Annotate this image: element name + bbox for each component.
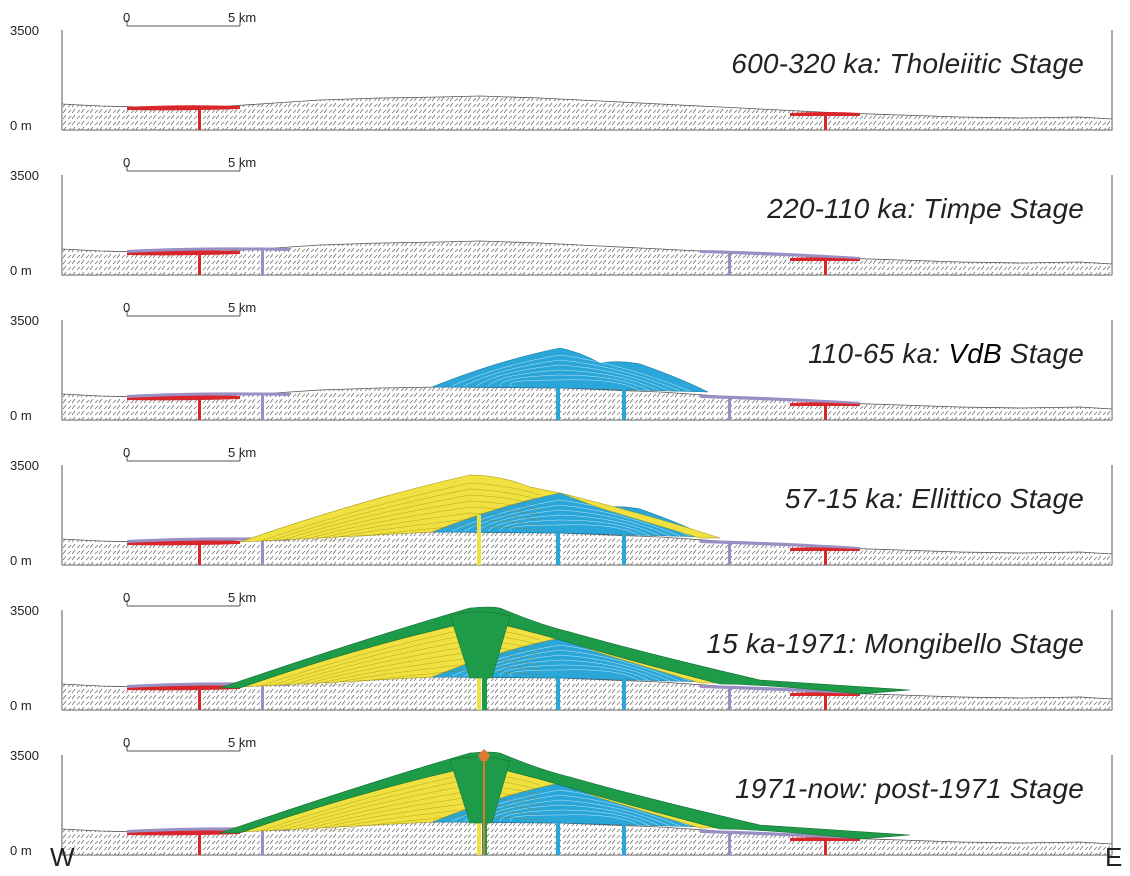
cross-section	[61, 20, 1113, 131]
cross-section	[61, 455, 1113, 566]
vdb-cone	[431, 347, 709, 393]
basement-layer	[61, 676, 1113, 711]
stage-panel: 3500 0 m 0 5 km 15 ka-1971: Mongibello Stage	[0, 580, 1130, 725]
stage-panel: 3500 0 m 0 5 km 110-65 ka: VdB Stage	[0, 290, 1130, 435]
tholeiitic-lava-west	[127, 105, 240, 111]
stage-title: 57-15 ka: Ellittico Stage	[785, 483, 1084, 515]
stage-title-a: 57-15 ka: Ellittico Stage	[784, 483, 1084, 514]
stage-title: 110-65 ka: VdB Stage	[808, 338, 1084, 370]
stage-title-a: 600-320 ka: Tholeiitic Stage	[731, 48, 1084, 79]
scale-five: 5 km	[228, 10, 257, 25]
axis-label-bottom: 0 m	[10, 408, 32, 423]
basement-layer	[61, 821, 1113, 856]
scale-zero: 0	[123, 10, 131, 25]
axis-label-bottom: 0 m	[10, 698, 32, 713]
axis-label-top: 3500	[10, 23, 39, 38]
stage-title-a: 15 ka-1971: Mongibello Stage	[706, 628, 1084, 659]
scale-five: 5 km	[228, 590, 257, 605]
axis-label-bottom: 0 m	[10, 553, 32, 568]
axis-label-top: 3500	[10, 313, 39, 328]
basement-layer	[61, 95, 1113, 131]
axis-label-bottom: 0 m	[10, 843, 32, 858]
scale-five: 5 km	[228, 445, 257, 460]
basement-layer	[61, 386, 1113, 421]
axis-label-top: 3500	[10, 168, 39, 183]
east-label: E	[1105, 842, 1123, 872]
scale-zero: 0	[123, 590, 131, 605]
axis-label-top: 3500	[10, 603, 39, 618]
stage-title: 15 ka-1971: Mongibello Stage	[706, 628, 1084, 660]
cross-section	[61, 600, 1113, 711]
stage-panel: 3500 0 m 0 5 km 57-15 ka: Ellittico Stage	[0, 435, 1130, 580]
stage-title-a: 220-110 ka: Timpe Stage	[767, 193, 1084, 224]
scale-zero: 0	[123, 735, 131, 750]
scale-five: 5 km	[228, 735, 257, 750]
scale-five: 5 km	[228, 300, 257, 315]
west-label: W	[50, 842, 75, 872]
stage-panel: 3500 0 m 0 5 km 600-320 ka: Tholeiitic Stage	[0, 0, 1130, 145]
scale-five: 5 km	[228, 155, 257, 170]
stage-panel: 3500 0 m 0 5 km 1971-now: post-1971 Stage	[0, 725, 1130, 870]
cross-section	[61, 165, 1113, 276]
stage-title: 220-110 ka: Timpe Stage	[767, 193, 1084, 225]
axis-label-bottom: 0 m	[10, 118, 32, 133]
scale-zero: 0	[123, 155, 131, 170]
axis-label-top: 3500	[10, 458, 39, 473]
basement-layer	[61, 531, 1113, 566]
axis-label-top: 3500	[10, 748, 39, 763]
stage-title-highlight: VdB	[948, 338, 1002, 369]
stage-title: 1971-now: post-1971 Stage	[735, 773, 1084, 805]
stage-title-a: 110-65 ka:	[808, 338, 949, 369]
scale-zero: 0	[123, 445, 131, 460]
stage-title-b: Stage	[1001, 338, 1084, 369]
stage-title: 600-320 ka: Tholeiitic Stage	[731, 48, 1084, 80]
scale-zero: 0	[123, 300, 131, 315]
stage-title-a: 1971-now: post-1971 Stage	[734, 773, 1084, 804]
basement-layer	[61, 240, 1113, 276]
axis-label-bottom: 0 m	[10, 263, 32, 278]
cross-section	[61, 745, 1113, 856]
cross-section	[61, 310, 1113, 421]
stage-panel: 3500 0 m 0 5 km 220-110 ka: Timpe Stage	[0, 145, 1130, 290]
